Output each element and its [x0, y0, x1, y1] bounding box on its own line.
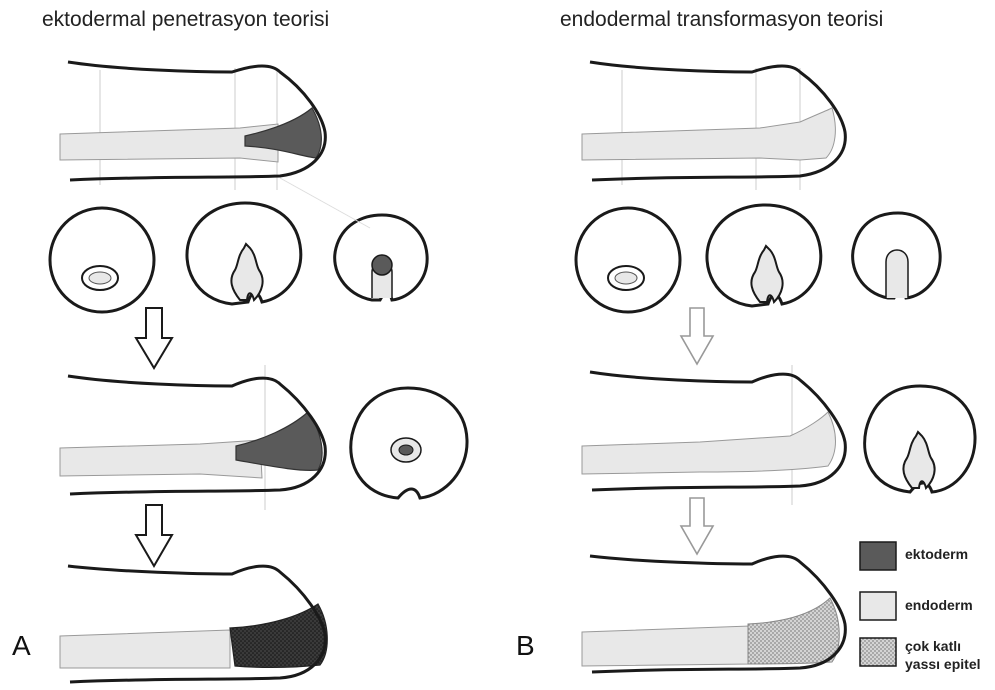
legend-label-squamous-line2: yassı epitel	[905, 656, 981, 672]
a-arrow-1	[136, 308, 172, 368]
b3-squamous-epithelium	[748, 598, 839, 664]
legend-label-squamous-line1: çok katlı	[905, 638, 961, 654]
a-penis-stage-3	[60, 566, 327, 682]
b-cross-section-1	[576, 208, 680, 312]
b-penis-stage-3	[582, 556, 845, 672]
legend-label-endoderm: endoderm	[905, 597, 973, 613]
legend-label-ectoderm: ektoderm	[905, 546, 968, 562]
a-arrow-2	[136, 505, 172, 566]
b2-urethra-endoderm	[582, 412, 836, 474]
b-cross-section-4	[865, 386, 975, 492]
b-cross-section-3	[853, 213, 941, 298]
b-cross-section-2	[707, 205, 821, 306]
legend-swatch-ectoderm	[860, 542, 896, 570]
a1-outline	[68, 62, 325, 180]
a2-urethra-endoderm	[60, 440, 262, 478]
panel-label-b: B	[516, 630, 535, 662]
legend-swatch-squamous	[860, 638, 896, 666]
legend-swatch-endoderm	[860, 592, 896, 620]
b-penis-stage-1	[582, 62, 845, 190]
a-cross-section-3	[335, 215, 427, 300]
b3-urethra-endoderm	[582, 626, 750, 666]
b-penis-stage-2	[582, 365, 845, 505]
a3-urethra-endoderm	[60, 630, 230, 668]
a-penis-stage-2	[60, 365, 325, 510]
b-arrow-1	[681, 308, 713, 364]
a-cross-section-4	[351, 388, 467, 498]
panel-label-a: A	[12, 630, 31, 662]
a-cross-section-1	[50, 208, 154, 312]
b1-urethra-endoderm	[582, 108, 835, 160]
b-arrow-2	[681, 498, 713, 554]
a-cross-section-2	[187, 203, 301, 304]
a3-squamous-dark	[230, 604, 327, 667]
a-penis-stage-1	[60, 62, 325, 190]
